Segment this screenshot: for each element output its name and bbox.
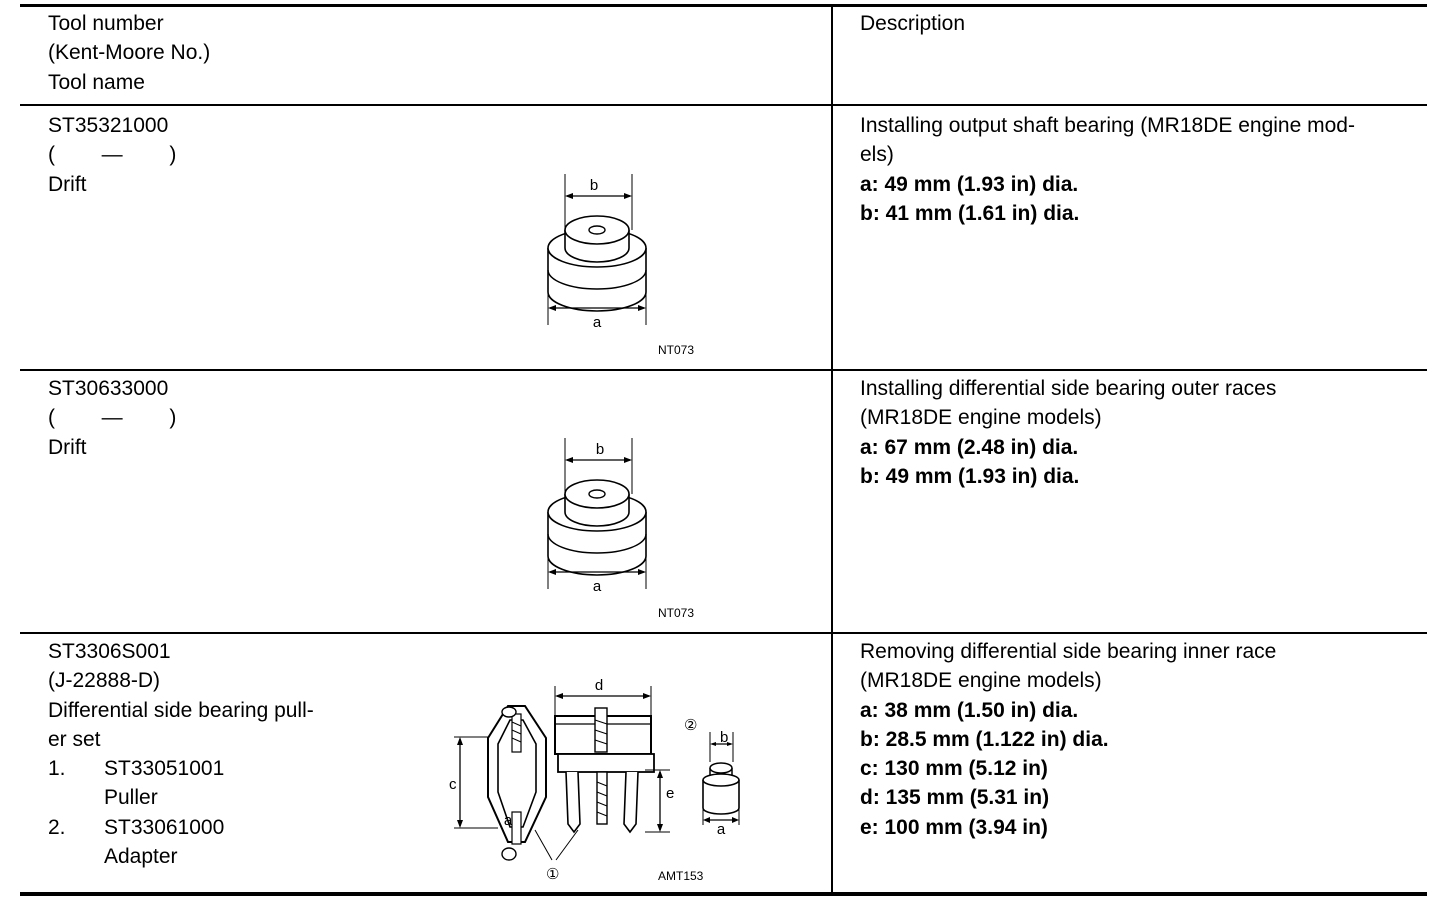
kent-moore-number: ( — ) <box>48 406 177 430</box>
header-separator <box>20 104 1427 106</box>
header-tool-number: Tool number <box>48 12 164 35</box>
tool-number: ST3306S001 <box>48 640 171 663</box>
part-number: ST33061000 <box>104 815 225 839</box>
dim-label-e: e <box>666 785 674 802</box>
figure-code: NT073 <box>658 606 694 620</box>
tool-number: ST35321000 <box>48 114 169 137</box>
tool-description: Installing output shaft bearing (MR18DE … <box>860 111 1355 228</box>
part-num: 1. <box>48 757 66 781</box>
dim-label-a: a <box>593 314 602 331</box>
description-line: Removing differential side bearing inner… <box>860 640 1277 663</box>
figure-code: AMT153 <box>658 869 704 883</box>
tool-description: Removing differential side bearing inner… <box>860 637 1276 842</box>
header-description: Description <box>860 12 966 35</box>
tool-info: ST30633000 ( — ) Drift <box>48 374 176 462</box>
description-line: (MR18DE engine models) <box>860 406 1102 430</box>
spec-a: a: 67 mm (2.48 in) dia. <box>860 435 1079 459</box>
description-line: Installing output shaft bearing (MR18DE … <box>860 114 1355 137</box>
tool-info: ST3306S001 (J-22888-D) Differential side… <box>48 637 314 871</box>
figure-code: NT073 <box>658 343 694 357</box>
header-left: Tool number (Kent-Moore No.) Tool name <box>48 9 210 97</box>
dim-label-a-inner: a <box>504 812 513 829</box>
spec-b: b: 41 mm (1.61 in) dia. <box>860 201 1080 225</box>
callout-1: ① <box>546 866 559 883</box>
tool-name: er set <box>48 727 101 751</box>
part-name: Adapter <box>104 845 178 869</box>
part-num: 2. <box>48 815 66 839</box>
header-right: Description <box>860 9 965 38</box>
callout-2: ② <box>684 717 697 734</box>
row-separator <box>20 369 1427 371</box>
dim-label-a: a <box>593 578 602 595</box>
part-name: Puller <box>104 786 158 810</box>
dim-label-b: b <box>596 441 604 458</box>
dim-label-c: c <box>449 776 457 793</box>
description-line: (MR18DE engine models) <box>860 669 1102 693</box>
drift-illustration: b a NT073 <box>540 434 720 629</box>
tool-name: Drift <box>48 172 87 196</box>
bearing-puller-illustration: c a d <box>440 672 760 887</box>
table-top-border <box>20 4 1427 7</box>
tool-name: Differential side bearing pull- <box>48 698 314 722</box>
spec-b: b: 28.5 mm (1.122 in) dia. <box>860 727 1109 751</box>
header-kent-moore: (Kent-Moore No.) <box>48 41 211 65</box>
part-item: 1. ST33051001 <box>48 754 314 783</box>
tool-name: Drift <box>48 435 87 459</box>
spec-a: a: 38 mm (1.50 in) dia. <box>860 698 1079 722</box>
spec-b: b: 49 mm (1.93 in) dia. <box>860 464 1080 488</box>
spec-c: c: 130 mm (5.12 in) <box>860 757 1048 781</box>
tool-number: ST30633000 <box>48 377 169 400</box>
row-separator <box>20 632 1427 634</box>
description-line: Installing differential side bearing out… <box>860 377 1277 400</box>
dim-label-b: b <box>720 729 728 746</box>
spec-a: a: 49 mm (1.93 in) dia. <box>860 172 1079 196</box>
column-separator <box>831 5 833 895</box>
drift-illustration: b a NT073 <box>540 170 720 365</box>
part-item: Puller <box>48 783 314 812</box>
part-number: ST33051001 <box>104 757 225 781</box>
spec-d: d: 135 mm (5.31 in) <box>860 786 1050 810</box>
kent-moore-number: (J-22888-D) <box>48 669 161 693</box>
tool-description: Installing differential side bearing out… <box>860 374 1276 491</box>
part-item: 2. ST33061000 <box>48 813 314 842</box>
dim-label-a: a <box>717 821 726 838</box>
dim-label-b: b <box>590 177 598 194</box>
tool-info: ST35321000 ( — ) Drift <box>48 111 176 199</box>
part-item: Adapter <box>48 842 314 871</box>
dim-label-d: d <box>595 677 603 694</box>
spec-e: e: 100 mm (3.94 in) <box>860 815 1048 839</box>
kent-moore-number: ( — ) <box>48 143 177 167</box>
description-line: els) <box>860 143 894 167</box>
header-tool-name: Tool name <box>48 70 145 94</box>
table-bottom-border <box>20 892 1427 896</box>
